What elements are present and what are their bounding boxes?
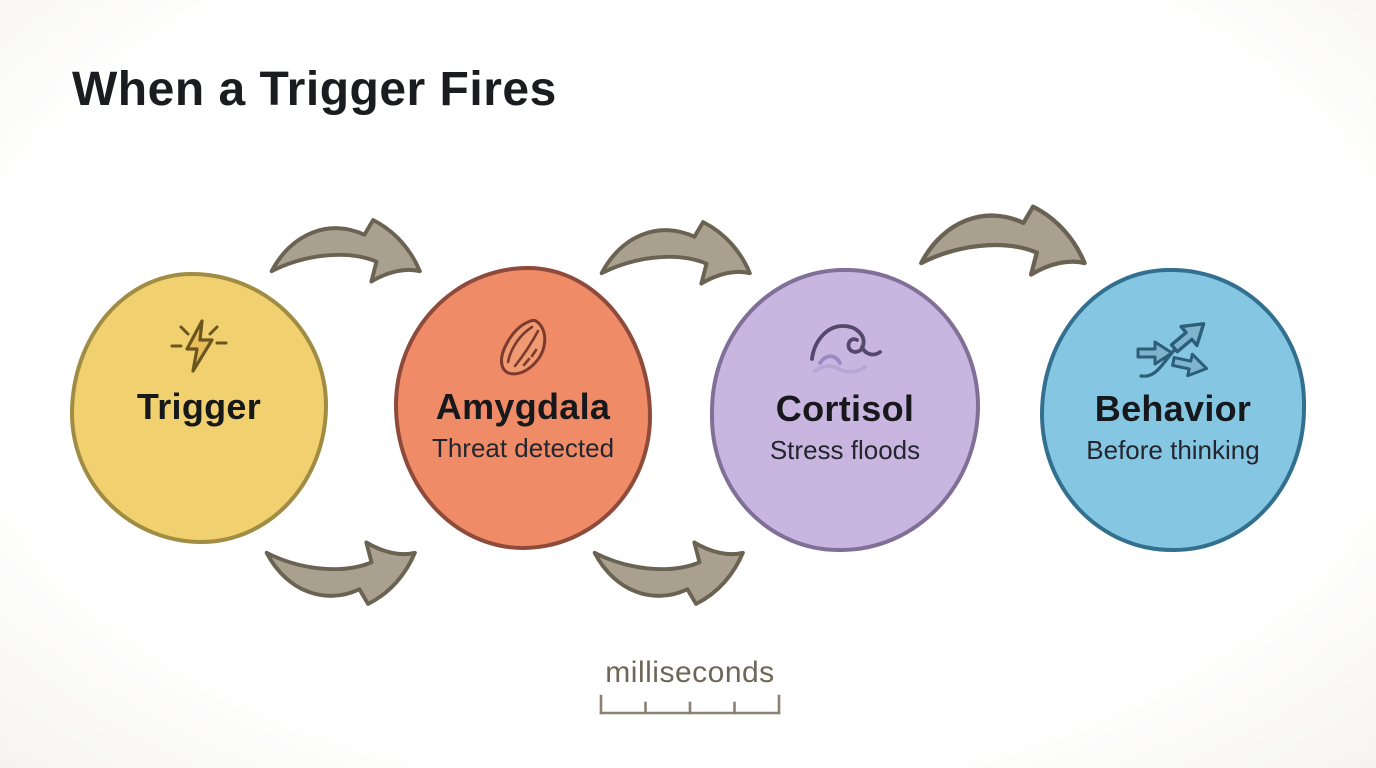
page-title: When a Trigger Fires [72,63,557,116]
stage-behavior: Behavior Before thinking [1040,268,1306,552]
stage-trigger: Trigger [70,272,328,544]
stage-label: Trigger [136,386,262,427]
stage-label: Behavior [1094,388,1252,429]
stage-sublabel: Before thinking [1086,435,1260,465]
stage-sublabel: Stress floods [769,435,921,465]
timeline-ruler-icon [599,694,781,715]
stage-sublabel: Threat detected [431,433,615,463]
flow-arrow-bottom-2 [592,540,745,606]
flow-arrow-top-1 [269,218,422,284]
lightning-bolt-icon [167,314,231,380]
flow-arrow-top-2 [599,220,752,286]
timeline-label: milliseconds [605,656,775,689]
stage-amygdala: Amygdala Threat detected [394,266,652,550]
flow-arrow-bottom-1 [264,540,417,606]
almond-icon [491,314,555,380]
flow-arrow-top-3 [919,204,1087,277]
stage-label: Cortisol [775,388,915,429]
stage-label: Amygdala [435,386,611,427]
wave-icon [805,316,885,382]
diverging-arrows-icon [1135,316,1211,382]
stage-cortisol: Cortisol Stress floods [710,268,980,552]
